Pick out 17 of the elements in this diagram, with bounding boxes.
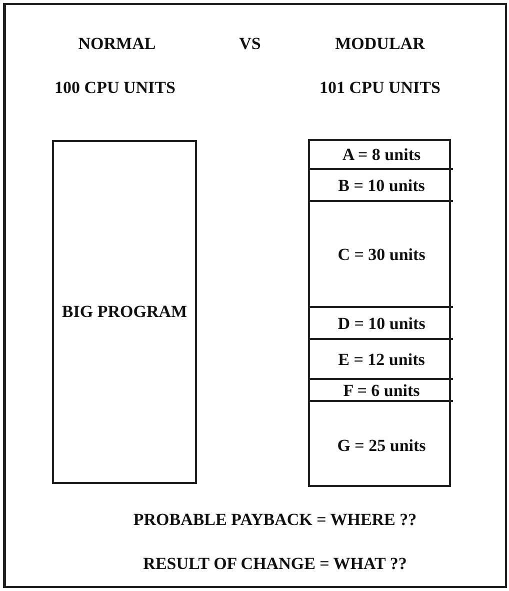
cpu-units-label: 100 CPU UNITS xyxy=(54,78,176,98)
cpu-units-label: 101 CPU UNITS xyxy=(320,78,440,98)
node-text: F = 6 units xyxy=(343,380,420,400)
node-text: D = 10 units xyxy=(338,314,426,334)
column-heading: MODULAR xyxy=(335,34,425,54)
column-heading: VS xyxy=(239,34,261,54)
node-text: A = 8 units xyxy=(342,145,421,165)
column-heading: NORMAL xyxy=(78,34,156,54)
node-text: B = 10 units xyxy=(338,176,425,196)
note-text: PROBABLE PAYBACK = WHERE ?? xyxy=(133,510,417,530)
node-text: C = 30 units xyxy=(338,244,426,264)
node-text: G = 25 units xyxy=(337,436,426,456)
node-text: BIG PROGRAM xyxy=(62,302,188,322)
note-text: RESULT OF CHANGE = WHAT ?? xyxy=(143,554,407,574)
program-box xyxy=(52,140,197,484)
node-text: E = 12 units xyxy=(338,350,425,370)
module-stack xyxy=(308,139,451,487)
